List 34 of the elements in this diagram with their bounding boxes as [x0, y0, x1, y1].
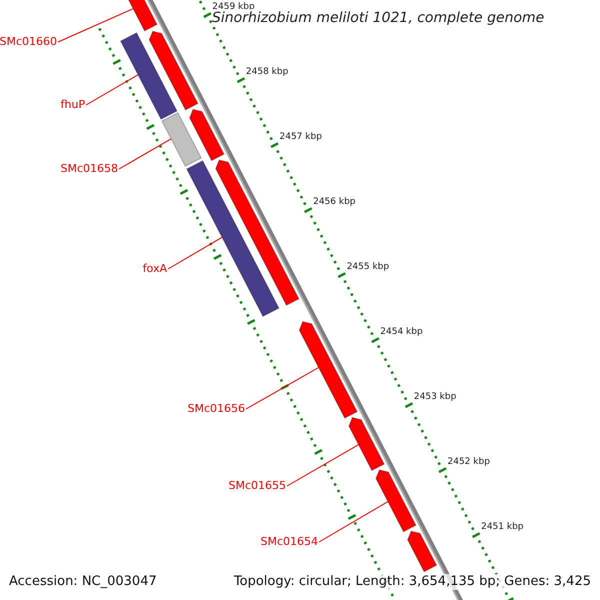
gene-feature	[407, 530, 438, 572]
gene-label: foxA	[142, 262, 167, 276]
gene-label: SMc01660	[0, 35, 57, 49]
gene-feature	[375, 469, 417, 532]
gene-feature	[186, 160, 280, 318]
scale-label: 2451 kbp	[481, 522, 524, 534]
scale-label: 2453 kbp	[414, 392, 456, 404]
scale-label: 2458 kbp	[246, 67, 288, 78]
genome-info-text: Topology: circular; Length: 3,654,135 bp; Genes: 3,425	[234, 574, 591, 590]
accession-text: Accession: NC_003047	[9, 574, 157, 590]
gene-feature	[161, 112, 202, 167]
gene-feature	[189, 108, 225, 162]
leader-line	[58, 8, 134, 42]
gene-feature	[120, 32, 178, 120]
gene-label: SMc01658	[60, 162, 118, 176]
leader-line	[318, 501, 388, 542]
gene-feature	[348, 416, 385, 472]
leader-line	[246, 367, 320, 410]
gene-feature	[148, 30, 199, 111]
scale-label: 2455 kbp	[346, 262, 390, 274]
scale-label: 2454 kbp	[380, 327, 423, 338]
scale-label: 2452 kbp	[448, 457, 490, 468]
gene-label: SMc01654	[260, 535, 318, 549]
gene-label: SMc01655	[228, 479, 286, 493]
gene-label: fhuP	[60, 98, 85, 112]
scale-label: 2456 kbp	[313, 197, 356, 208]
gene-feature	[298, 321, 358, 419]
leader-line	[168, 236, 222, 270]
leader-line	[118, 138, 172, 170]
leader-line	[286, 444, 359, 486]
gene-label: SMc01656	[187, 402, 245, 416]
title: Sinorhizobium meliloti 1021, complete genome	[212, 9, 544, 27]
gene-feature	[215, 159, 300, 306]
scale-label: 2457 kbp	[280, 132, 322, 144]
